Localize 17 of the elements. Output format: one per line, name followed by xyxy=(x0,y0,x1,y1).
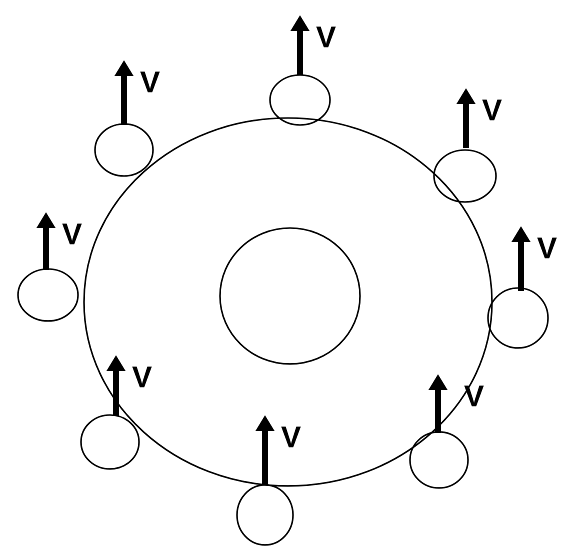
circle xyxy=(219,227,361,365)
circle xyxy=(269,74,331,126)
circle xyxy=(236,484,294,546)
velocity-label: V xyxy=(316,26,336,48)
circle xyxy=(80,414,140,470)
velocity-label: V xyxy=(281,426,301,448)
circle xyxy=(409,431,469,489)
velocity-label: V xyxy=(482,100,502,120)
velocity-label: V xyxy=(537,238,557,258)
velocity-label: V xyxy=(140,72,160,92)
circle xyxy=(17,268,79,322)
velocity-label: V xyxy=(132,366,152,388)
circle xyxy=(94,123,154,177)
velocity-label: V xyxy=(464,386,484,406)
velocity-label: V xyxy=(62,224,82,244)
circle xyxy=(433,149,497,203)
circle xyxy=(487,287,549,349)
